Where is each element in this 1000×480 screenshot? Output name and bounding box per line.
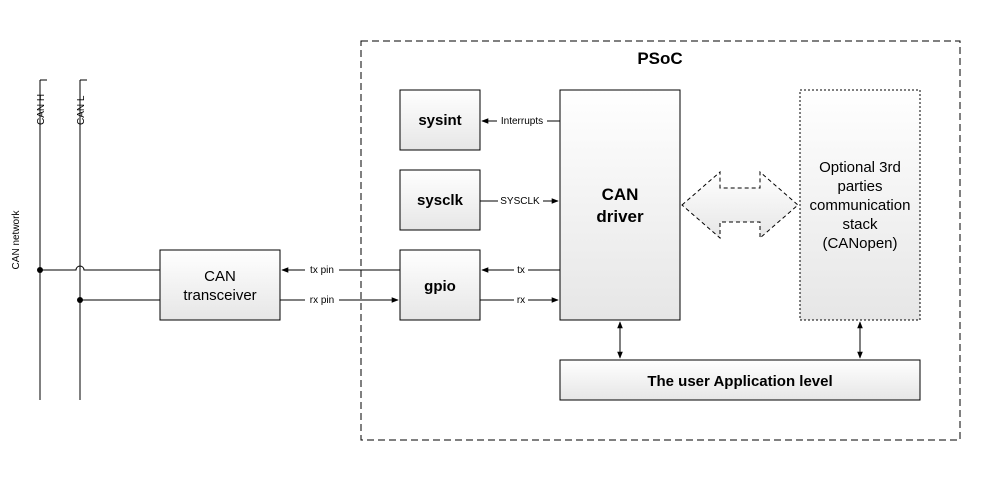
tx-label: tx xyxy=(517,265,525,276)
can-h-label: CAN H xyxy=(36,94,47,125)
can-transceiver-label-2: transceiver xyxy=(183,287,256,304)
app-level-block xyxy=(559,359,921,401)
rx-pin-label: rx pin xyxy=(310,295,334,306)
rx-label: rx xyxy=(517,295,525,306)
driver-stack-double-arrow xyxy=(681,170,799,240)
can-l-label: CAN L xyxy=(76,95,87,125)
interrupts-label: Interrupts xyxy=(501,116,543,127)
can-transceiver-label-1: CAN xyxy=(204,268,236,285)
rx-label-bg xyxy=(514,293,528,306)
sysclk-label: sysclk xyxy=(417,192,464,209)
can-driver-block xyxy=(559,89,681,321)
gpio-label: gpio xyxy=(424,278,456,295)
optional-stack-label-3: communication xyxy=(810,197,911,214)
optional-stack-block xyxy=(799,89,921,321)
psoc-boundary xyxy=(360,40,961,441)
rx-pin-label-bg xyxy=(305,293,339,306)
app-level-label: The user Application level xyxy=(647,373,832,390)
tx-label-bg xyxy=(514,263,528,276)
optional-stack-label-4: stack xyxy=(842,216,878,233)
can-driver-label-2: driver xyxy=(596,207,644,226)
sysclk-signal-label: SYSCLK xyxy=(500,196,540,207)
can-driver-label-1: CAN xyxy=(602,185,639,204)
psoc-title: PSoC xyxy=(637,49,682,68)
gpio-block xyxy=(399,249,481,321)
can-network-label: CAN network xyxy=(11,210,22,270)
tx-pin-label: tx pin xyxy=(310,265,334,276)
optional-stack-label-5: (CANopen) xyxy=(822,235,897,252)
can-h-wire xyxy=(40,265,160,271)
optional-stack-label-2: parties xyxy=(837,178,882,195)
sysint-label: sysint xyxy=(418,112,461,129)
interrupts-label-bg xyxy=(497,114,547,127)
sysclk-signal-label-bg xyxy=(498,194,543,207)
optional-stack-label-1: Optional 3rd xyxy=(819,159,901,176)
sysclk-block xyxy=(399,169,481,231)
can-transceiver-block xyxy=(159,249,281,321)
tx-pin-label-bg xyxy=(305,263,339,276)
sysint-block xyxy=(399,89,481,151)
